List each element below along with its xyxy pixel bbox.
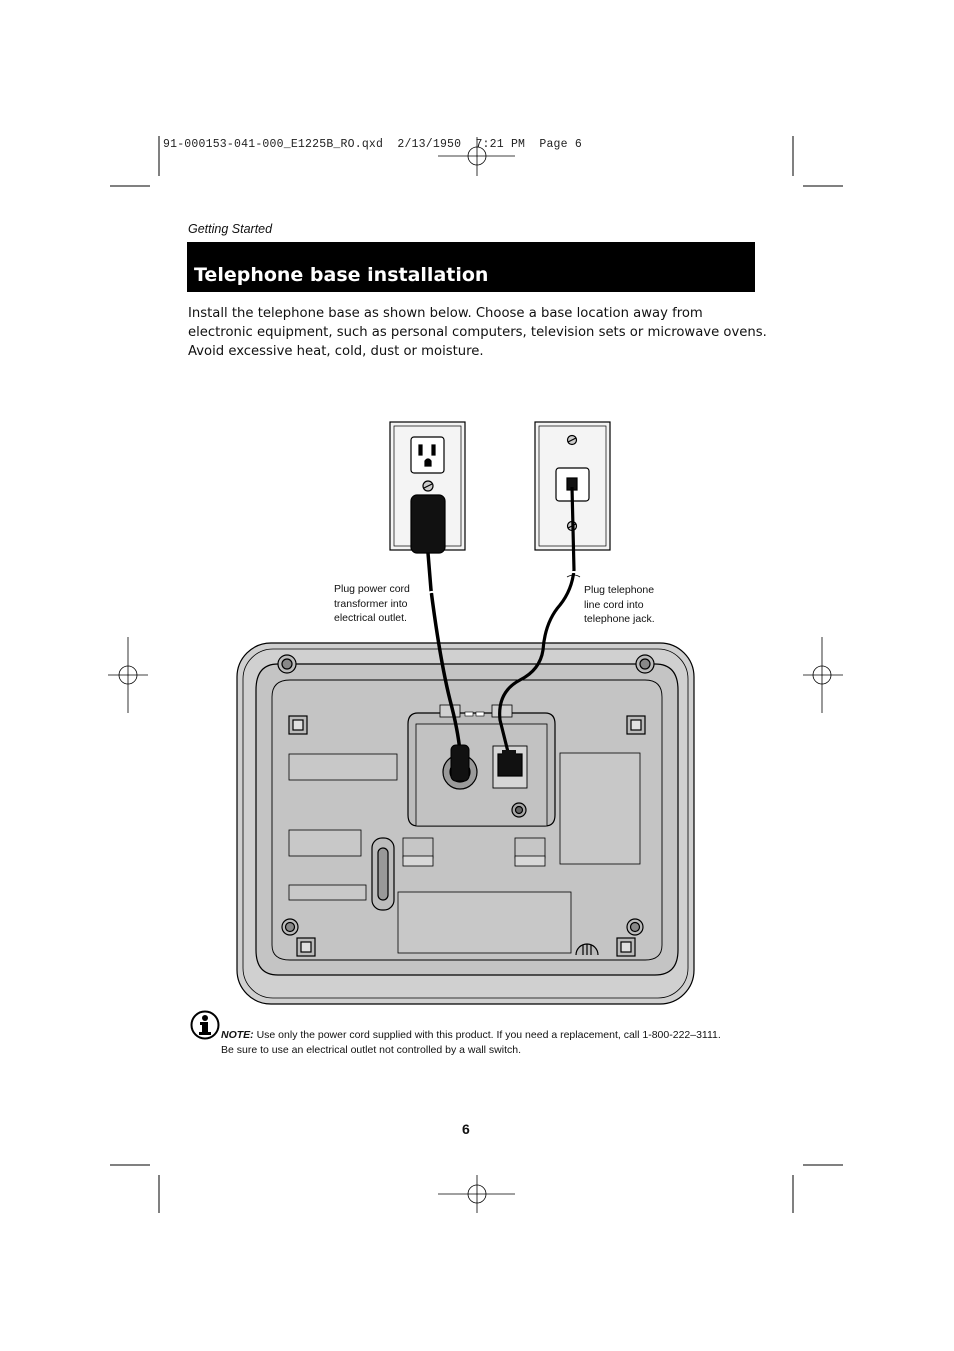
title-bar: Telephone base installation — [187, 242, 755, 292]
registration-target-right — [803, 637, 843, 713]
section-label: Getting Started — [188, 222, 273, 236]
power-cord — [426, 552, 462, 753]
intro-line: Install the telephone base as shown belo… — [188, 306, 703, 321]
intro-line: electronic equipment, such as personal c… — [188, 325, 767, 340]
intro-paragraph: Install the telephone base as shown belo… — [188, 304, 768, 361]
telephone-base-illustration — [236, 642, 695, 1005]
power-plug — [450, 744, 470, 782]
note-line-1: NOTE: Use only the power cord supplied w… — [221, 1028, 721, 1043]
registration-target-top — [438, 137, 515, 176]
callout-line: Plug power cord — [334, 583, 410, 595]
page-title: Telephone base installation — [194, 264, 489, 286]
callout-line: telephone jack. — [584, 613, 655, 625]
registration-target-left — [108, 637, 148, 713]
registration-target-bottom — [438, 1175, 515, 1213]
info-icon — [190, 1010, 220, 1040]
page-number: 6 — [462, 1121, 470, 1137]
note-line-2: Be sure to use an electrical outlet not … — [221, 1043, 521, 1056]
callout-line: electrical outlet. — [334, 612, 407, 624]
callout-line: line cord into — [584, 598, 644, 611]
callout-line: transformer into — [334, 597, 408, 610]
note-text: Use only the power cord supplied with th… — [253, 1029, 721, 1041]
callout-line: Plug telephone — [584, 584, 655, 596]
print-slug: 91-000153-041-000_E1225B_RO.qxd 2/13/195… — [163, 138, 582, 151]
callout-telephone-jack: Plug telephone line cord into telephone … — [584, 583, 655, 627]
note-label: NOTE: — [221, 1029, 254, 1041]
intro-line: Avoid excessive heat, cold, dust or mois… — [188, 344, 484, 359]
telephone-line-cord — [498, 486, 576, 753]
electrical-outlet-illustration — [389, 421, 466, 554]
note-block: NOTE: Use only the power cord supplied w… — [221, 1028, 721, 1057]
telephone-line-plug — [502, 750, 516, 764]
callout-power-cord: Plug power cord transformer into electri… — [334, 582, 410, 626]
